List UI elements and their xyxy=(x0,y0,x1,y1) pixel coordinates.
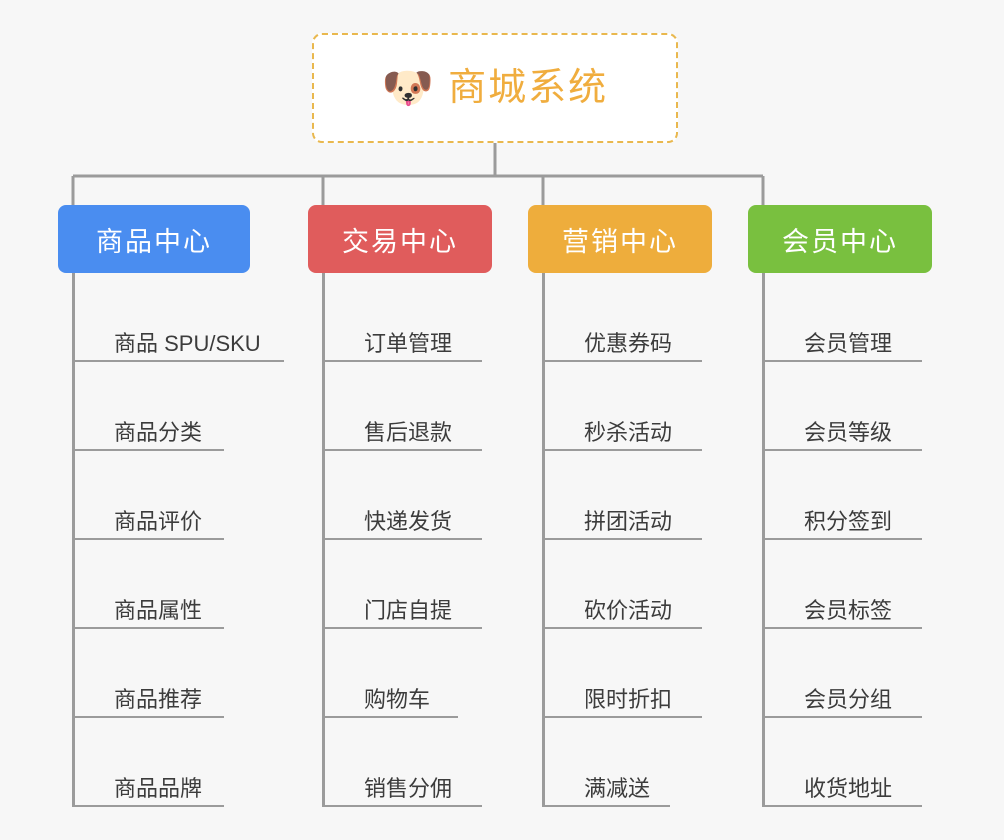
branch-header-member-center[interactable]: 会员中心 xyxy=(748,205,932,273)
branch-member-center: 会员中心会员管理会员等级积分签到会员标签会员分组收货地址 xyxy=(748,205,932,807)
leaf-underline xyxy=(762,538,922,540)
leaf-underline xyxy=(322,716,458,718)
leaf-underline xyxy=(762,716,922,718)
leaf-underline xyxy=(72,538,224,540)
branch-header-label: 商品中心 xyxy=(96,226,212,257)
branch-list-marketing-center: 优惠券码秒杀活动拼团活动砍价活动限时折扣满减送 xyxy=(542,273,712,807)
leaf-underline xyxy=(762,360,922,362)
leaf-item[interactable]: 购物车 xyxy=(322,629,492,718)
leaf-item[interactable]: 订单管理 xyxy=(322,273,492,362)
leaf-item[interactable]: 限时折扣 xyxy=(542,629,712,718)
leaf-label: 满减送 xyxy=(584,776,651,801)
branch-header-label: 会员中心 xyxy=(782,226,898,257)
leaf-underline xyxy=(762,805,922,807)
root-title: 商城系统 xyxy=(448,67,609,109)
branch-list-product-center: 商品 SPU/SKU 商品分类商品评价商品属性商品推荐商品品牌 xyxy=(72,273,284,807)
leaf-label: 限时折扣 xyxy=(584,687,673,712)
leaf-item[interactable]: 秒杀活动 xyxy=(542,362,712,451)
leaf-label: 会员分组 xyxy=(804,687,893,712)
leaf-label: 购物车 xyxy=(364,687,431,712)
branch-trade-center: 交易中心订单管理售后退款快递发货门店自提购物车销售分佣 xyxy=(308,205,492,807)
branch-header-marketing-center[interactable]: 营销中心 xyxy=(528,205,712,273)
leaf-label: 售后退款 xyxy=(364,420,453,445)
leaf-underline xyxy=(322,449,482,451)
branch-list-member-center: 会员管理会员等级积分签到会员标签会员分组收货地址 xyxy=(762,273,932,807)
leaf-underline xyxy=(542,716,702,718)
leaf-item[interactable]: 商品分类 xyxy=(72,362,250,451)
leaf-item[interactable]: 快递发货 xyxy=(322,451,492,540)
leaf-label: 商品分类 xyxy=(114,420,203,445)
branch-header-label: 营销中心 xyxy=(562,226,678,257)
leaf-underline xyxy=(72,716,224,718)
leaf-label: 优惠券码 xyxy=(584,331,673,356)
leaf-label: 会员等级 xyxy=(804,420,893,445)
shiba-dog-icon: 🐶 xyxy=(381,63,435,112)
leaf-item[interactable]: 门店自提 xyxy=(322,540,492,629)
leaf-label: 砍价活动 xyxy=(584,598,673,623)
root-node[interactable]: 🐶 商城系统 xyxy=(312,33,678,143)
branch-spine xyxy=(762,273,765,807)
leaf-item[interactable]: 销售分佣 xyxy=(322,718,492,807)
leaf-item[interactable]: 商品推荐 xyxy=(72,629,250,718)
leaf-item[interactable]: 收货地址 xyxy=(762,718,932,807)
branch-spine xyxy=(542,273,545,807)
branch-spine xyxy=(72,273,75,807)
leaf-item[interactable]: 优惠券码 xyxy=(542,273,712,362)
branch-spine xyxy=(322,273,325,807)
leaf-item[interactable]: 满减送 xyxy=(542,718,712,807)
leaf-item[interactable]: 商品属性 xyxy=(72,540,250,629)
branch-product-center: 商品中心商品 SPU/SKU 商品分类商品评价商品属性商品推荐商品品牌 xyxy=(58,205,284,807)
leaf-label: 商品 SPU/SKU xyxy=(114,331,261,356)
root-node-content: 🐶 商城系统 xyxy=(382,67,608,109)
leaf-item[interactable]: 商品品牌 xyxy=(72,718,250,807)
leaf-underline xyxy=(72,805,224,807)
leaf-label: 快递发货 xyxy=(364,509,453,534)
leaf-underline xyxy=(322,805,482,807)
leaf-underline xyxy=(542,360,702,362)
leaf-label: 秒杀活动 xyxy=(584,420,673,445)
leaf-underline xyxy=(542,449,702,451)
leaf-underline xyxy=(72,449,224,451)
branch-header-trade-center[interactable]: 交易中心 xyxy=(308,205,492,273)
leaf-underline xyxy=(322,627,482,629)
leaf-underline xyxy=(72,627,224,629)
leaf-underline xyxy=(542,538,702,540)
leaf-label: 商品推荐 xyxy=(114,687,203,712)
leaf-label: 商品评价 xyxy=(114,509,203,534)
leaf-label: 门店自提 xyxy=(364,598,453,623)
leaf-label: 销售分佣 xyxy=(364,776,453,801)
leaf-item[interactable]: 会员标签 xyxy=(762,540,932,629)
leaf-underline xyxy=(72,360,284,362)
leaf-label: 会员标签 xyxy=(804,598,893,623)
leaf-underline xyxy=(762,627,922,629)
leaf-item[interactable]: 拼团活动 xyxy=(542,451,712,540)
leaf-label: 商品品牌 xyxy=(114,776,203,801)
leaf-item[interactable]: 会员等级 xyxy=(762,362,932,451)
leaf-underline xyxy=(322,538,482,540)
leaf-item[interactable]: 积分签到 xyxy=(762,451,932,540)
leaf-label: 订单管理 xyxy=(364,331,453,356)
leaf-item[interactable]: 商品 SPU/SKU xyxy=(72,273,284,362)
leaf-item[interactable]: 会员管理 xyxy=(762,273,932,362)
leaf-item[interactable]: 售后退款 xyxy=(322,362,492,451)
leaf-underline xyxy=(322,360,482,362)
leaf-underline xyxy=(762,449,922,451)
leaf-item[interactable]: 砍价活动 xyxy=(542,540,712,629)
leaf-item[interactable]: 会员分组 xyxy=(762,629,932,718)
branch-list-trade-center: 订单管理售后退款快递发货门店自提购物车销售分佣 xyxy=(322,273,492,807)
leaf-label: 拼团活动 xyxy=(584,509,673,534)
leaf-item[interactable]: 商品评价 xyxy=(72,451,250,540)
leaf-underline xyxy=(542,805,670,807)
leaf-underline xyxy=(542,627,702,629)
leaf-label: 商品属性 xyxy=(114,598,203,623)
branch-marketing-center: 营销中心优惠券码秒杀活动拼团活动砍价活动限时折扣满减送 xyxy=(528,205,712,807)
leaf-label: 积分签到 xyxy=(804,509,893,534)
branch-header-label: 交易中心 xyxy=(342,226,458,257)
leaf-label: 收货地址 xyxy=(804,776,893,801)
branch-header-product-center[interactable]: 商品中心 xyxy=(58,205,250,273)
leaf-label: 会员管理 xyxy=(804,331,893,356)
